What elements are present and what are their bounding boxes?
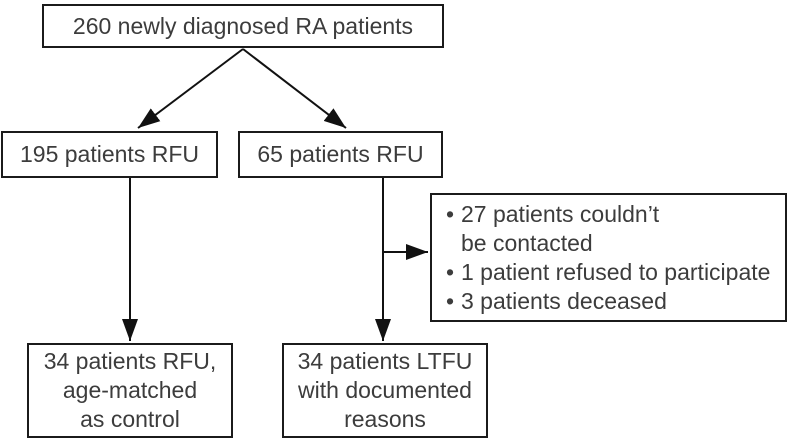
box-34-patients-rfu-control: 34 patients RFU, age-matched as control [27,343,233,438]
arrow-top-to-right-rfu [242,48,347,129]
box-34-patients-ltfu-label: 34 patients LTFU with documented reasons [297,348,473,432]
exclusion-item: • 1 patient refused to participate [446,258,779,287]
exclusion-item-text: 27 patients couldn’t be contacted [461,201,660,256]
box-34-patients-ltfu: 34 patients LTFU with documented reasons [282,343,488,438]
exclusion-item: • 27 patients couldn’t be contacted [446,200,779,258]
bullet-icon: • [446,288,455,314]
box-65-patients-rfu: 65 patients RFU [238,131,443,178]
bullet-icon: • [446,259,455,285]
bullet-icon: • [446,201,455,227]
box-exclusion-reasons: • 27 patients couldn’t be contacted • 1 … [430,193,787,322]
box-total-patients: 260 newly diagnosed RA patients [42,4,444,48]
box-total-patients-label: 260 newly diagnosed RA patients [72,12,414,39]
box-34-patients-rfu-control-label: 34 patients RFU, age-matched as control [43,348,217,432]
exclusion-item: • 3 patients deceased [446,287,779,316]
box-195-patients-rfu: 195 patients RFU [1,131,218,178]
exclusion-item-text: 1 patient refused to participate [461,259,771,285]
arrow-top-to-left-rfu [137,48,244,129]
box-65-patients-rfu-label: 65 patients RFU [257,141,424,167]
box-195-patients-rfu-label: 195 patients RFU [20,141,199,167]
exclusion-item-text: 3 patients deceased [461,288,667,314]
